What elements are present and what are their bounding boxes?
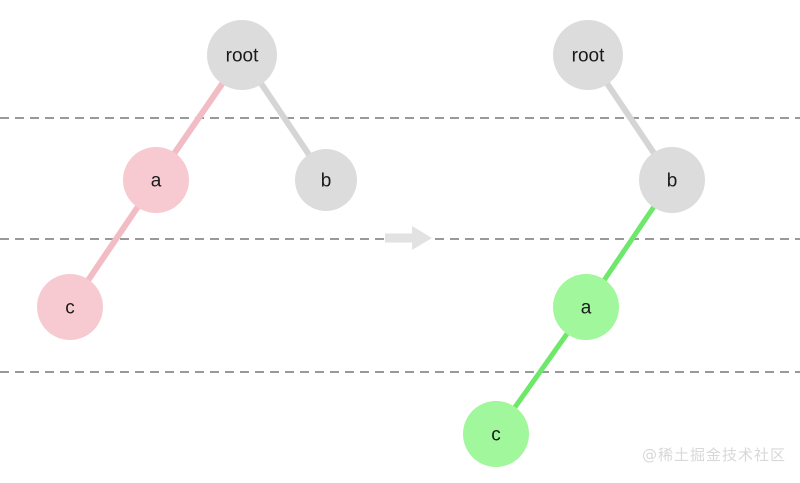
right-node-root[interactable]: root [553,20,623,90]
right-node-c-label: c [491,425,501,446]
right-node-a-circle[interactable] [553,274,619,340]
right-tree-edges-group [493,52,675,437]
left-tree-nodes-group: root a b c [37,20,357,340]
left-node-c-label: c [65,298,75,319]
left-node-root-circle[interactable] [207,20,277,90]
right-node-root-label: root [572,46,605,67]
left-node-root-label: root [226,46,259,67]
right-node-c-circle[interactable] [463,401,529,467]
right-node-a-label: a [581,298,592,319]
watermark-label: @稀土掘金技术社区 [641,446,786,464]
left-node-c[interactable]: c [37,274,103,340]
level-lines-group [0,117,800,373]
left-node-b-circle[interactable] [295,149,357,211]
transform-arrow-head [412,226,432,250]
transform-arrow-shaft [385,233,412,243]
left-node-c-circle[interactable] [37,274,103,340]
left-tree-edges-group [67,52,329,310]
left-node-a[interactable]: a [123,147,189,213]
right-node-root-circle[interactable] [553,20,623,90]
left-node-b-label: b [321,171,332,192]
right-node-b[interactable]: b [639,147,705,213]
right-node-a[interactable]: a [553,274,619,340]
right-node-c[interactable]: c [463,401,529,467]
left-node-a-label: a [151,171,162,192]
transform-arrow-group [385,226,432,250]
left-node-b[interactable]: b [295,149,357,211]
right-node-b-label: b [667,171,678,192]
left-node-a-circle[interactable] [123,147,189,213]
left-node-root[interactable]: root [207,20,277,90]
right-node-b-circle[interactable] [639,147,705,213]
right-tree-nodes-group: root b a c [463,20,705,467]
